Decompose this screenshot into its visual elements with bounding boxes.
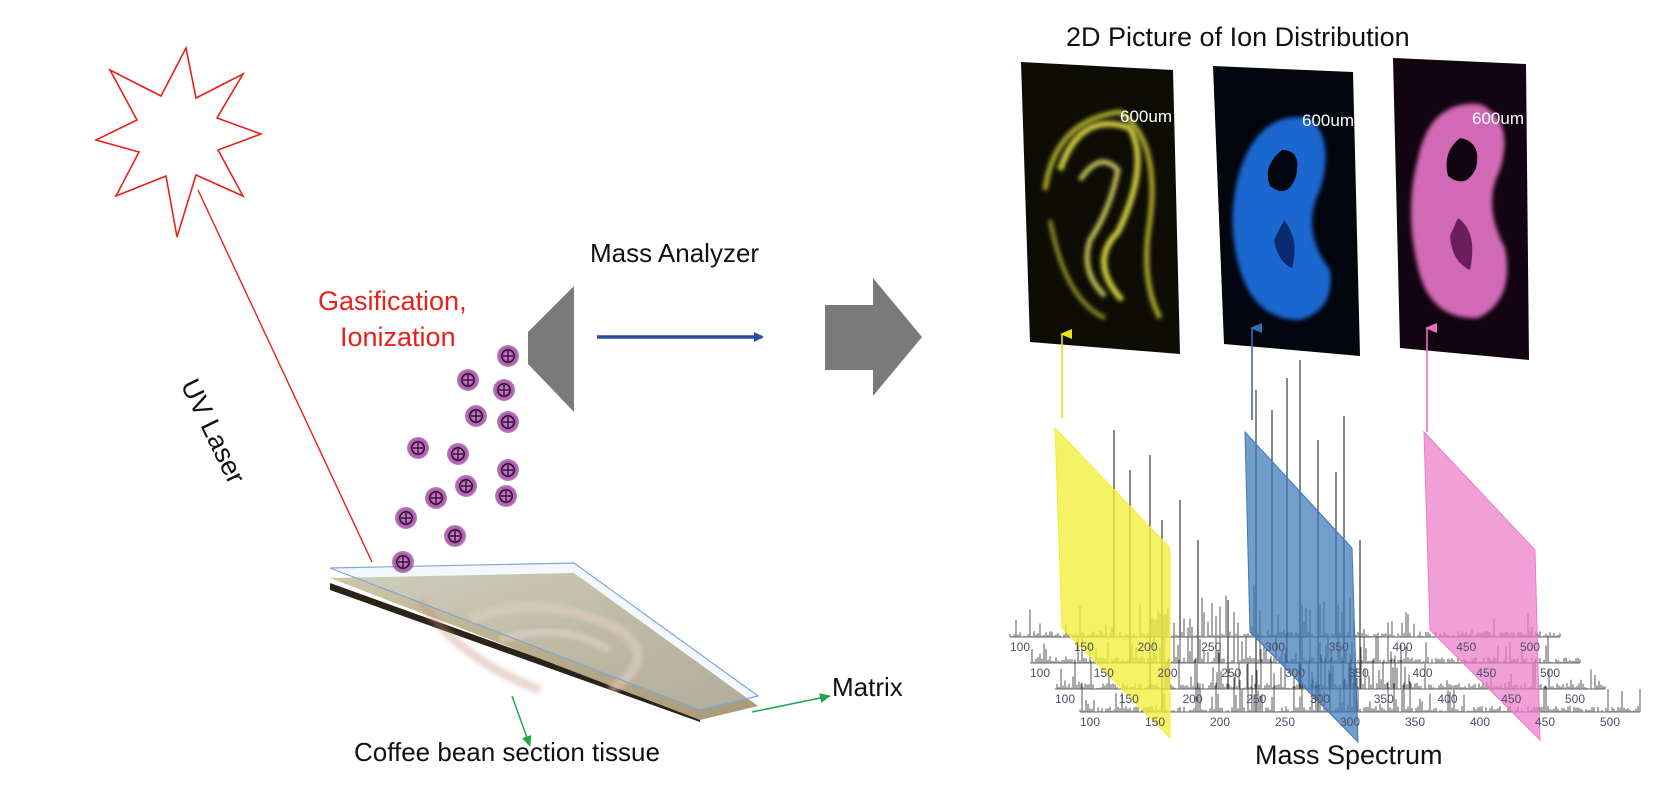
axis-tick-label: 400 — [1393, 640, 1413, 654]
axis-tick-label: 250 — [1275, 715, 1295, 729]
ionization-label: Ionization — [340, 322, 456, 352]
mass-analyzer-label: Mass Analyzer — [590, 238, 760, 268]
axis-tick-label: 150 — [1074, 640, 1094, 654]
blue-mz-slice — [1244, 430, 1359, 744]
ion-particle — [493, 379, 515, 401]
scale-bar-blue: 600um — [1302, 111, 1354, 130]
axis-tick-label: 300 — [1310, 692, 1330, 706]
ion-particle — [444, 525, 466, 547]
axis-tick-label: 200 — [1183, 692, 1203, 706]
axis-tick-label: 400 — [1438, 692, 1458, 706]
laser-burst-icon — [93, 45, 264, 238]
ion-particle — [497, 459, 519, 481]
mass-analyzer-icon — [528, 286, 574, 412]
scale-bar-pink: 600um — [1472, 109, 1524, 128]
matrix-layer — [329, 562, 760, 711]
ion-particle — [407, 437, 429, 459]
ion-particle — [497, 411, 519, 433]
axis-tick-label: 300 — [1285, 666, 1305, 680]
spectra-axes: 100 150 200 250 300 350 400 450 500 100 150 200 250 3… — [1010, 640, 1620, 729]
axis-tick-label: 450 — [1476, 666, 1496, 680]
ion-particle — [497, 345, 519, 367]
axis-tick-label: 400 — [1413, 666, 1433, 680]
result-arrow-icon — [825, 278, 922, 396]
ion-cloud — [392, 345, 519, 573]
axis-tick-label: 300 — [1265, 640, 1285, 654]
ion-particle — [465, 405, 487, 427]
ion-image-pink — [1393, 58, 1529, 360]
tissue-slide — [329, 562, 760, 722]
axis-tick-label: 200 — [1138, 640, 1158, 654]
axis-tick-label: 100 — [1080, 715, 1100, 729]
pink-mz-slice — [1423, 430, 1541, 742]
ion-particle — [455, 475, 477, 497]
ion-particle — [395, 507, 417, 529]
ion-distribution-title: 2D Picture of Ion Distribution — [1066, 22, 1410, 52]
axis-tick-label: 500 — [1565, 692, 1585, 706]
axis-tick-label: 450 — [1501, 692, 1521, 706]
axis-tick-label: 350 — [1329, 640, 1349, 654]
axis-tick-label: 150 — [1145, 715, 1165, 729]
scale-bar-yellow: 600um — [1120, 107, 1172, 126]
mass-spectrum-label: Mass Spectrum — [1255, 740, 1443, 770]
gasification-label: Gasification, — [318, 286, 467, 316]
axis-tick-label: 250 — [1221, 666, 1241, 680]
ion-particle — [392, 551, 414, 573]
axis-tick-label: 450 — [1535, 715, 1555, 729]
axis-tick-label: 250 — [1246, 692, 1266, 706]
yellow-mz-slice — [1054, 426, 1171, 740]
ion-image-blue — [1213, 66, 1360, 356]
mz-selection-slices — [1054, 426, 1541, 744]
ion-particle — [425, 487, 447, 509]
tissue-label: Coffee bean section tissue — [354, 737, 660, 767]
axis-tick-label: 100 — [1010, 640, 1030, 654]
ion-image-yellow — [1021, 62, 1180, 354]
axis-tick-label: 350 — [1349, 666, 1369, 680]
axis-tick-label: 150 — [1094, 666, 1114, 680]
axis-tick-label: 200 — [1210, 715, 1230, 729]
axis-tick-label: 500 — [1600, 715, 1620, 729]
axis-tick-label: 450 — [1456, 640, 1476, 654]
axis-tick-label: 500 — [1520, 640, 1540, 654]
axis-tick-label: 250 — [1201, 640, 1221, 654]
axis-tick-label: 100 — [1030, 666, 1050, 680]
uv-laser-beam — [197, 189, 373, 563]
axis-tick-label: 500 — [1540, 666, 1560, 680]
ion-particle — [457, 369, 479, 391]
axis-tick-label: 350 — [1374, 692, 1394, 706]
axis-tick-label: 200 — [1158, 666, 1178, 680]
ion-particle — [495, 485, 517, 507]
axis-tick-label: 300 — [1340, 715, 1360, 729]
axis-tick-label: 400 — [1470, 715, 1490, 729]
axis-tick-label: 150 — [1119, 692, 1139, 706]
matrix-label: Matrix — [832, 672, 903, 702]
axis-tick-label: 350 — [1405, 715, 1425, 729]
ion-particle — [447, 443, 469, 465]
matrix-pointer-arrow — [751, 693, 831, 713]
tissue-pointer-arrow — [511, 695, 532, 747]
axis-tick-label: 100 — [1055, 692, 1075, 706]
